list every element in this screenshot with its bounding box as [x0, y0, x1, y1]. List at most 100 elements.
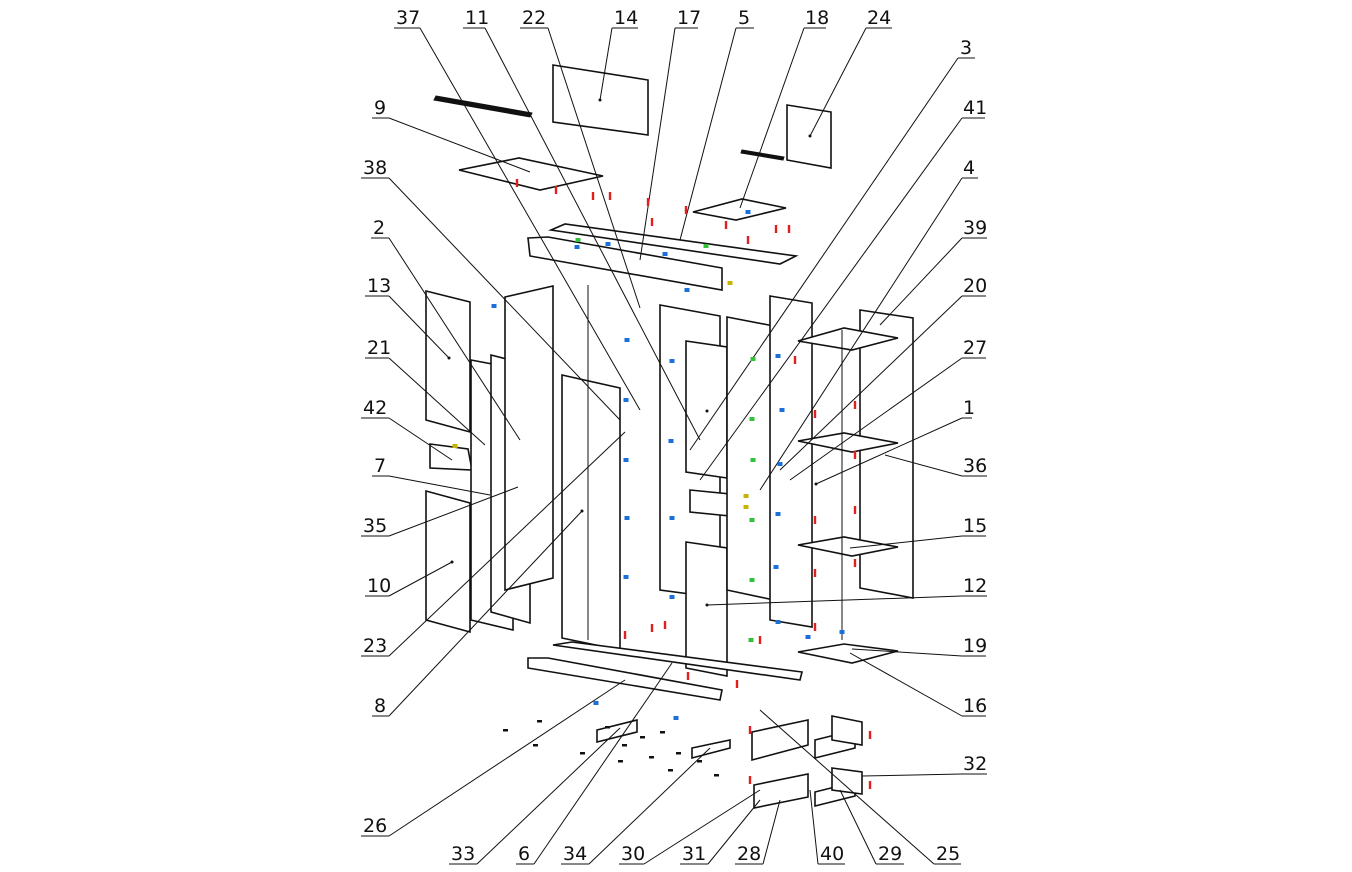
part-label-27: 27 — [963, 337, 987, 359]
plinth-26 — [527, 657, 723, 701]
leader-line — [388, 417, 453, 461]
hardware-piece — [622, 744, 627, 747]
green-fastener-marker — [575, 238, 581, 242]
leader-line — [388, 117, 531, 173]
red-fastener-marker — [746, 236, 750, 244]
hardware-piece — [714, 774, 719, 777]
leader-line — [484, 27, 701, 441]
red-fastener-marker — [650, 624, 654, 632]
red-fastener-marker — [748, 776, 752, 784]
shelf-19 — [797, 643, 899, 664]
part-label-10: 10 — [367, 575, 391, 597]
base-6 — [552, 641, 803, 681]
red-fastener-marker — [774, 225, 778, 233]
hardware-piece — [676, 752, 681, 755]
red-fastener-marker — [813, 410, 817, 418]
part-label-23: 23 — [363, 635, 387, 657]
green-fastener-marker — [749, 518, 755, 522]
green-fastener-marker — [750, 458, 756, 462]
shelf-18 — [692, 198, 787, 221]
leader-line — [419, 27, 641, 411]
leader-line — [809, 789, 819, 865]
loose-hardware — [503, 720, 719, 777]
part-label-40: 40 — [820, 843, 844, 865]
part-label-3: 3 — [960, 37, 972, 59]
blue-fastener-marker — [669, 359, 675, 363]
yellow-fastener-marker — [743, 505, 749, 509]
green-fastener-marker — [748, 638, 754, 642]
leader-line — [849, 535, 963, 549]
red-fastener-marker — [813, 516, 817, 524]
red-fastener-marker — [554, 186, 558, 194]
leader-line — [839, 789, 877, 865]
red-fastener-marker — [758, 636, 762, 644]
part-label-21: 21 — [367, 337, 391, 359]
leader-line — [789, 357, 963, 481]
side-panel-39 — [769, 295, 813, 628]
leader-line — [388, 679, 626, 837]
part-label-7: 7 — [374, 455, 386, 477]
red-fastener-marker — [787, 225, 791, 233]
leader-line — [809, 27, 867, 137]
blue-fastener-marker — [624, 516, 630, 520]
red-fastener-marker — [813, 569, 817, 577]
drawer-upper-front — [831, 715, 863, 746]
part-dot — [705, 409, 709, 413]
drawer-lower-front — [831, 767, 863, 795]
part-label-39: 39 — [963, 217, 987, 239]
part-label-41: 41 — [963, 97, 987, 119]
leader-line — [679, 27, 737, 241]
leader-line — [388, 177, 621, 421]
red-fastener-marker — [646, 198, 650, 206]
green-fastener-marker — [750, 357, 756, 361]
leader-line — [689, 57, 959, 451]
blue-fastener-marker — [623, 458, 629, 462]
part-label-28: 28 — [737, 843, 761, 865]
inner-panel-41 — [685, 340, 728, 479]
top-rail-left — [433, 95, 533, 118]
blue-fastener-marker — [491, 304, 497, 308]
drawer-lower-box — [753, 773, 809, 809]
red-fastener-marker — [663, 621, 667, 629]
part-label-1: 1 — [963, 397, 975, 419]
leader-line — [707, 799, 761, 865]
red-fastener-marker — [793, 356, 797, 364]
part-label-34: 34 — [563, 843, 587, 865]
drawer-upper-box — [751, 719, 809, 762]
blue-fastener-marker — [745, 210, 751, 214]
part-label-33: 33 — [451, 843, 475, 865]
part-label-35: 35 — [363, 515, 387, 537]
red-fastener-marker — [853, 401, 857, 409]
part-label-25: 25 — [936, 843, 960, 865]
hardware-piece — [697, 760, 702, 763]
blue-fastener-marker — [775, 512, 781, 516]
leader-line — [639, 27, 676, 261]
part-label-15: 15 — [963, 515, 987, 537]
part-label-26: 26 — [363, 815, 387, 837]
blue-fastener-marker — [669, 595, 675, 599]
leader-line — [588, 747, 711, 865]
hardware-piece — [649, 756, 654, 759]
blue-fastener-marker — [574, 245, 580, 249]
blue-fastener-marker — [777, 462, 783, 466]
red-fastener-marker — [813, 623, 817, 631]
leader-line — [699, 117, 963, 481]
right-side-36 — [859, 309, 914, 599]
leader-line — [599, 27, 613, 101]
inner-panel-12 — [685, 541, 728, 677]
leader-line — [388, 357, 486, 446]
red-fastener-marker — [853, 451, 857, 459]
leader-line — [388, 431, 626, 657]
red-fastener-marker — [868, 731, 872, 739]
part-label-19: 19 — [963, 635, 987, 657]
hardware-piece — [668, 769, 673, 772]
bracket-42 — [429, 443, 473, 471]
yellow-fastener-marker — [727, 281, 733, 285]
leader-line — [388, 295, 450, 359]
hardware-piece — [605, 726, 610, 729]
hardware-piece — [533, 744, 538, 747]
red-fastener-marker — [686, 672, 690, 680]
leader-line — [849, 652, 963, 717]
green-fastener-marker — [749, 578, 755, 582]
